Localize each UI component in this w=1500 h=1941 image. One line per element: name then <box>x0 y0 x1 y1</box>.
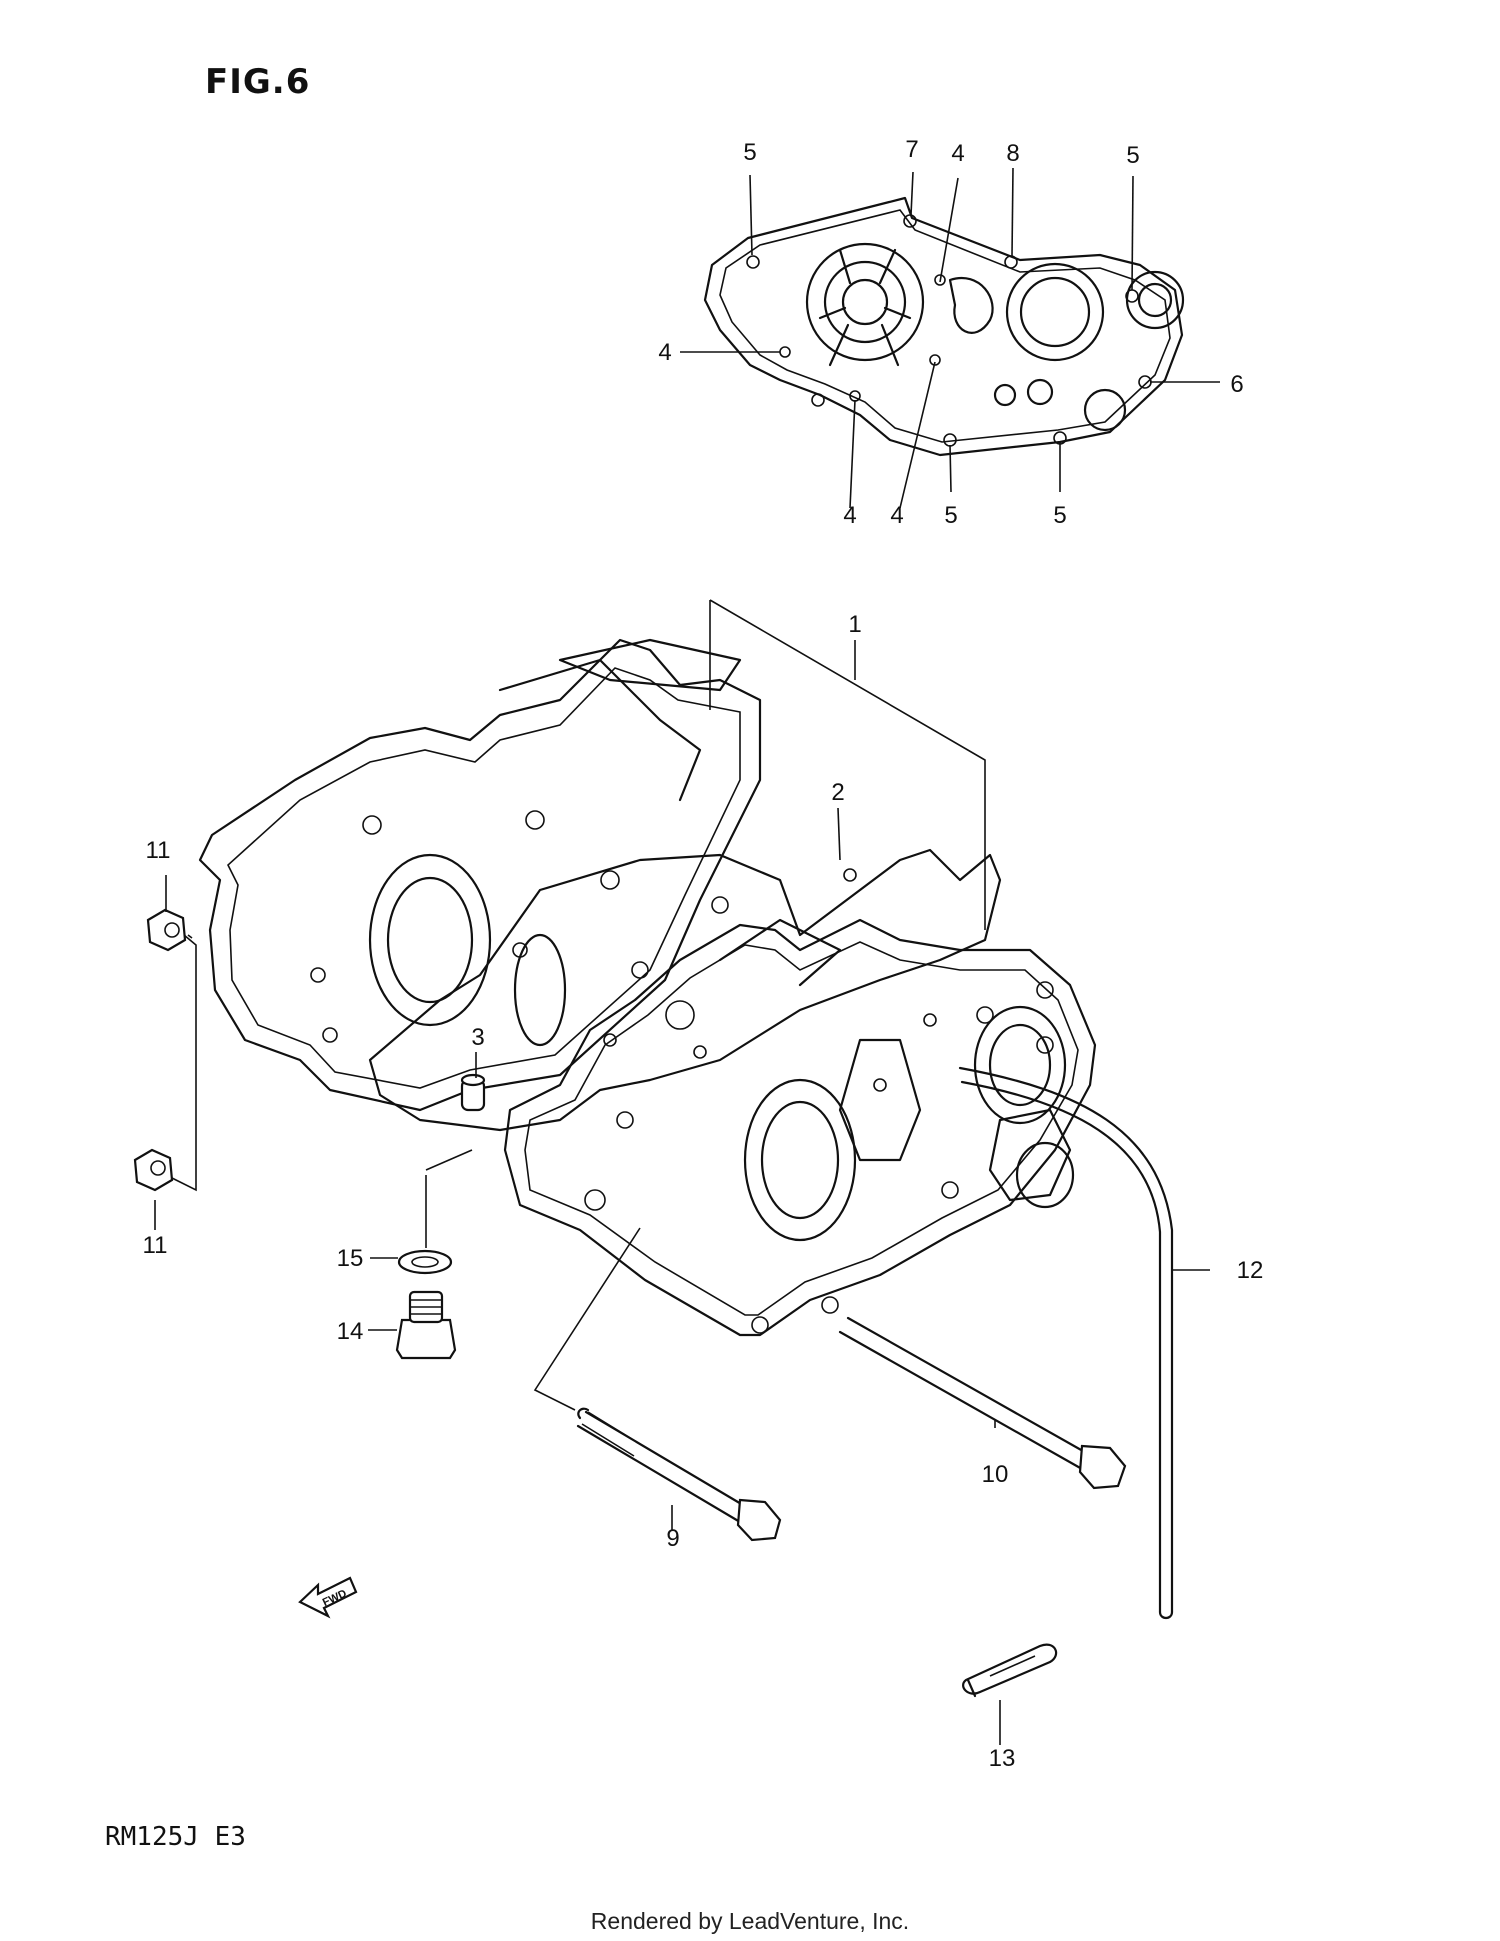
callout-1: 1 <box>848 611 861 638</box>
callout-7: 7 <box>905 136 918 163</box>
callout-2: 2 <box>831 779 844 806</box>
fwd-arrow-icon: FWD <box>298 1576 358 1619</box>
callout-5-bottom-a: 5 <box>944 502 957 529</box>
callout-14: 14 <box>337 1318 364 1345</box>
top-leader-lines <box>680 167 1220 509</box>
figure-title: FIG.6 <box>205 62 311 102</box>
gasket-washer <box>397 1249 453 1275</box>
callout-4-top: 4 <box>951 140 964 167</box>
bolt-extra-long <box>838 1316 1127 1490</box>
callout-5-top-left: 5 <box>743 139 756 166</box>
callout-11-lower: 11 <box>143 1232 168 1259</box>
callout-15: 15 <box>337 1245 364 1272</box>
callout-12: 12 <box>1237 1257 1264 1284</box>
breather-hose <box>958 1066 1174 1620</box>
callout-4-left: 4 <box>658 339 671 366</box>
callout-9: 9 <box>666 1525 679 1552</box>
crankcase-assembly <box>198 638 1097 1337</box>
bolt-long <box>576 1407 782 1542</box>
callout-numbers: 5 7 4 8 5 4 6 4 4 5 5 1 2 3 11 11 12 15 … <box>143 136 1264 1772</box>
callout-4-bottom-b: 4 <box>890 502 903 529</box>
dowel-pin <box>460 1073 486 1112</box>
hose-clamp <box>962 1643 1058 1698</box>
callout-5-top-right: 5 <box>1126 142 1139 169</box>
callout-13: 13 <box>989 1745 1016 1772</box>
crankcase-gasket-outline <box>703 196 1185 457</box>
model-code: RM125J E3 <box>105 1822 246 1852</box>
callout-5-bottom-b: 5 <box>1053 502 1066 529</box>
main-leader-lines <box>154 807 1210 1745</box>
callout-6: 6 <box>1230 371 1243 398</box>
callout-10: 10 <box>982 1461 1009 1488</box>
drain-plug <box>395 1290 457 1360</box>
callout-3: 3 <box>471 1024 484 1051</box>
callout-11-upper: 11 <box>146 837 171 864</box>
nut-upper <box>146 908 187 952</box>
footer-credit: Rendered by LeadVenture, Inc. <box>590 1908 910 1934</box>
callout-4-bottom-a: 4 <box>843 502 856 529</box>
callout-1-bracket <box>709 599 986 930</box>
callout-8: 8 <box>1006 140 1019 167</box>
nut-lower <box>133 1148 174 1192</box>
